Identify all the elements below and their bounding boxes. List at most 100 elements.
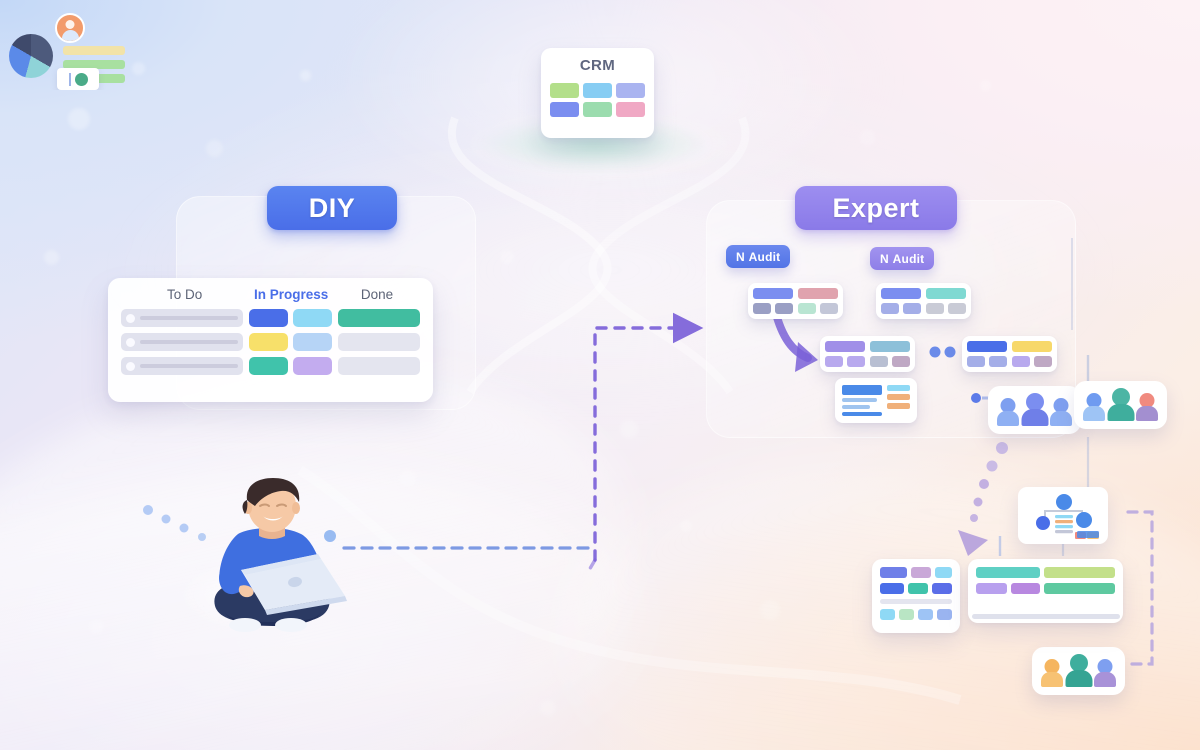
- bokeh-dot: [44, 250, 59, 265]
- diy-label-button[interactable]: DIY: [267, 186, 397, 230]
- kanban-card[interactable]: [292, 309, 332, 327]
- crm-card[interactable]: CRM: [541, 48, 654, 138]
- module-header-bar: [881, 288, 921, 299]
- module-sub-bars: [825, 356, 865, 367]
- kanban-card[interactable]: [337, 309, 420, 327]
- placeholder-bar: [140, 364, 239, 368]
- module-text-panel[interactable]: [835, 378, 917, 423]
- module-block: [881, 288, 921, 314]
- org-node-left: [1036, 516, 1050, 530]
- avatar-silhouette-icon: [61, 30, 79, 41]
- bokeh-dot: [680, 520, 692, 532]
- dashboard-bar: [934, 567, 952, 578]
- kanban-todo-card[interactable]: [121, 309, 244, 327]
- build-tag: [57, 68, 99, 90]
- module-header-bar: [798, 288, 838, 299]
- module-audit-one[interactable]: [748, 283, 843, 319]
- kanban-card[interactable]: [249, 309, 288, 327]
- audit-badge-two[interactable]: N Audit: [870, 247, 935, 270]
- placeholder-bar: [140, 340, 239, 344]
- dashboard-row: [880, 567, 952, 578]
- module-header-bar: [1012, 341, 1052, 352]
- kanban-card[interactable]: [337, 357, 420, 375]
- tile-periwinkle: [616, 83, 645, 98]
- kanban-todo-card[interactable]: [121, 333, 244, 351]
- audit-badge-one[interactable]: N Audit: [726, 245, 791, 268]
- dashboard-left[interactable]: [872, 559, 960, 633]
- dashboard-bar: [910, 567, 931, 578]
- person-icon: [1050, 398, 1072, 426]
- org-node-right: [1076, 512, 1092, 528]
- kanban-inprogress-cell: [249, 309, 332, 327]
- bokeh-dot: [300, 70, 311, 81]
- panel-stack-bar: [886, 403, 910, 409]
- person-icon: [1065, 654, 1092, 687]
- person-icon: [1021, 393, 1048, 426]
- org-chart-card[interactable]: [1018, 487, 1108, 544]
- module-sub-bar: [1012, 356, 1030, 367]
- kanban-card[interactable]: [249, 333, 288, 351]
- module-block: [798, 288, 838, 314]
- person-head-icon: [1053, 398, 1069, 413]
- people-group-mixed[interactable]: [1074, 381, 1167, 429]
- build-line: [63, 60, 125, 69]
- dashboard-bar: [907, 583, 928, 594]
- kanban-card[interactable]: [292, 357, 332, 375]
- module-sub-bar: [926, 303, 944, 314]
- kanban-done-cell: [337, 309, 420, 327]
- dashboard-bar: [976, 567, 1040, 578]
- brand-mark-icon: N: [880, 251, 889, 266]
- kanban-row: [121, 333, 420, 351]
- kanban-column-header[interactable]: In Progress: [253, 287, 329, 302]
- dashboard-row: [976, 583, 1115, 594]
- kanban-column-header[interactable]: Done: [360, 287, 394, 302]
- bokeh-dot: [500, 250, 514, 264]
- panel-bar: [842, 405, 870, 409]
- build-card-body: [0, 13, 132, 90]
- people-group-blue[interactable]: [988, 386, 1081, 434]
- dashboard-bar: [931, 583, 952, 594]
- kanban-done-cell: [337, 357, 420, 375]
- dashboard-bar: [1043, 567, 1115, 578]
- panel-stack-bar: [886, 385, 910, 391]
- person-body-icon: [997, 411, 1019, 426]
- module-audit-two[interactable]: [876, 283, 971, 319]
- kanban-card[interactable]: [292, 333, 332, 351]
- kanban-done-cell: [337, 333, 420, 351]
- crm-tile-grid: [550, 83, 645, 117]
- bokeh-dot: [860, 130, 875, 145]
- module-sub-bar: [870, 356, 888, 367]
- kanban-column-headers: To Do In Progress Done: [121, 287, 420, 302]
- module-lower-right[interactable]: [962, 336, 1057, 372]
- person-head-icon: [1097, 659, 1113, 674]
- module-lower-left[interactable]: [820, 336, 915, 372]
- bokeh-dot: [620, 420, 638, 438]
- person-head-icon: [1139, 393, 1155, 408]
- expert-label-button[interactable]: Expert: [795, 186, 957, 230]
- dashboard-bar: [880, 583, 904, 594]
- dashboard-bar: [976, 583, 1007, 594]
- bokeh-dot: [400, 470, 416, 486]
- kanban-board[interactable]: To Do In Progress Done: [108, 278, 433, 402]
- brand-mark-icon: N: [736, 249, 745, 264]
- kanban-todo-card[interactable]: [121, 357, 244, 375]
- people-group-bottom[interactable]: [1032, 647, 1125, 695]
- build-line: [63, 46, 125, 55]
- panel-bar: [842, 385, 882, 395]
- kanban-column-header[interactable]: To Do: [166, 287, 203, 302]
- bokeh-dot: [760, 600, 780, 620]
- module-sub-bars: [753, 303, 793, 314]
- person-icon: [1136, 393, 1158, 421]
- person-head-icon: [1044, 659, 1060, 674]
- tile-mint: [583, 102, 612, 117]
- tag-dot-icon: [74, 72, 88, 86]
- kanban-inprogress-cell: [249, 333, 332, 351]
- kanban-card[interactable]: [337, 333, 420, 351]
- pie-chart: [9, 34, 53, 78]
- bokeh-dot: [90, 620, 103, 633]
- person-body-icon: [1050, 411, 1072, 426]
- dashboard-right[interactable]: [968, 559, 1123, 623]
- person-body-icon: [1021, 409, 1048, 426]
- kanban-card[interactable]: [249, 357, 288, 375]
